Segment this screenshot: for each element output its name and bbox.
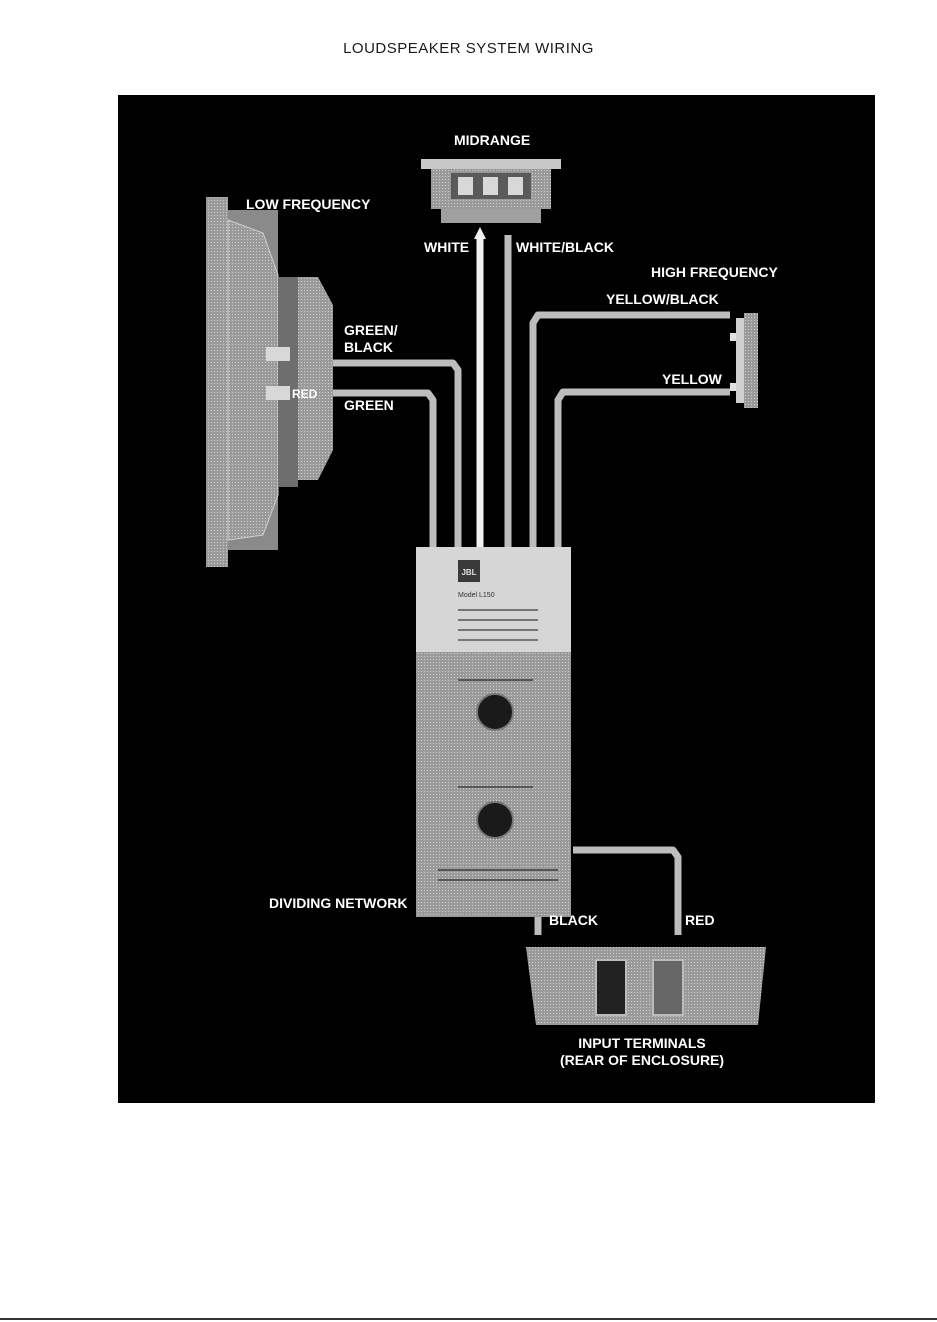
black-terminal [596,960,626,1015]
network-model-text: Model L150 [458,592,495,599]
label-red-input: RED [685,912,715,928]
network-brand-text: JBL [461,568,476,577]
label-yellow: YELLOW [662,371,722,387]
page-title: LOUDSPEAKER SYSTEM WIRING [0,40,937,57]
midrange-driver [421,159,561,223]
wiring-diagram: JBL Model L150 MIDRANGE LOW FREQUENCY WH… [118,95,875,1103]
label-green-black-line2: BLACK [344,339,393,355]
label-dividing-network: DIVIDING NETWORK [269,895,407,911]
arrow-icon [474,227,486,239]
high-frequency-driver [730,313,758,408]
label-input-terminals-line2: (REAR OF ENCLOSURE) [542,1052,742,1068]
label-input-terminals-line1: INPUT TERMINALS [542,1035,742,1051]
wire-green [333,393,433,550]
wire-yellow [558,392,730,550]
label-white: WHITE [424,239,469,255]
label-yellow-black: YELLOW/BLACK [606,291,719,307]
diagram-graphics: JBL Model L150 [118,95,875,1103]
red-terminal [653,960,683,1015]
label-green-black-line1: GREEN/ [344,322,398,338]
label-midrange: MIDRANGE [454,132,530,148]
label-high-frequency: HIGH FREQUENCY [651,264,778,280]
page-bottom-border [0,1318,937,1320]
label-low-frequency: LOW FREQUENCY [246,196,370,212]
label-green: GREEN [344,397,394,413]
low-frequency-driver [206,197,333,567]
label-red-lf: RED [292,386,317,402]
high-frequency-level-knob [477,802,513,838]
wire-yellow-black [533,315,730,550]
mid-frequency-level-knob [477,694,513,730]
input-terminals [526,947,766,1025]
label-white-black: WHITE/BLACK [516,239,614,255]
dividing-network: JBL Model L150 [416,547,571,917]
label-black: BLACK [549,912,598,928]
